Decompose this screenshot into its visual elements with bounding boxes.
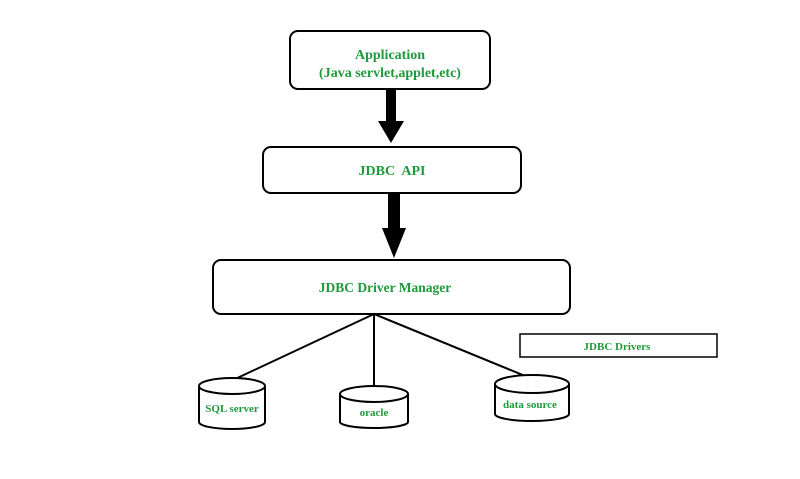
arrow-head-down-icon (382, 228, 406, 258)
jdbc-api-node: JDBC API (262, 146, 522, 194)
database-sql-server: SQL server (198, 377, 266, 430)
arrow-api-to-manager (382, 194, 406, 258)
database-oracle: oracle (339, 385, 409, 429)
application-title: Application (355, 48, 425, 63)
jdbc-api-label: JDBC API (359, 164, 426, 179)
database-label: oracle (360, 407, 389, 419)
jdbc-drivers-box (519, 333, 718, 358)
jdbc-api-box (262, 146, 522, 194)
database-cylinder-icon (339, 394, 409, 429)
driver-manager-node: JDBC Driver Manager (212, 259, 571, 315)
jdbc-drivers-label: JDBC Drivers (584, 341, 652, 353)
arrow-shaft (386, 90, 396, 122)
database-cylinder-icon (494, 384, 570, 422)
database-label: SQL server (205, 403, 259, 415)
jdbc-drivers-node: JDBC Drivers (519, 333, 718, 358)
application-box (289, 30, 491, 90)
driver-manager-label: JDBC Driver Manager (319, 280, 451, 295)
connection-line-sql-server (232, 313, 375, 381)
database-cylinder-top (494, 374, 570, 394)
arrow-shaft (388, 194, 400, 230)
arrow-head-down-icon (378, 121, 404, 143)
database-data-source: data source (494, 374, 570, 422)
arrow-app-to-api (378, 90, 404, 143)
application-subtitle: (Java servlet,applet,etc) (319, 66, 461, 81)
database-cylinder-top (339, 385, 409, 403)
database-cylinder-icon (198, 386, 266, 430)
driver-connections (232, 313, 531, 388)
connection-line-data-source (373, 313, 531, 379)
database-label: data source (503, 399, 557, 411)
driver-manager-box (212, 259, 571, 315)
application-node: Application (Java servlet,applet,etc) (289, 30, 491, 90)
database-cylinder-top (198, 377, 266, 395)
